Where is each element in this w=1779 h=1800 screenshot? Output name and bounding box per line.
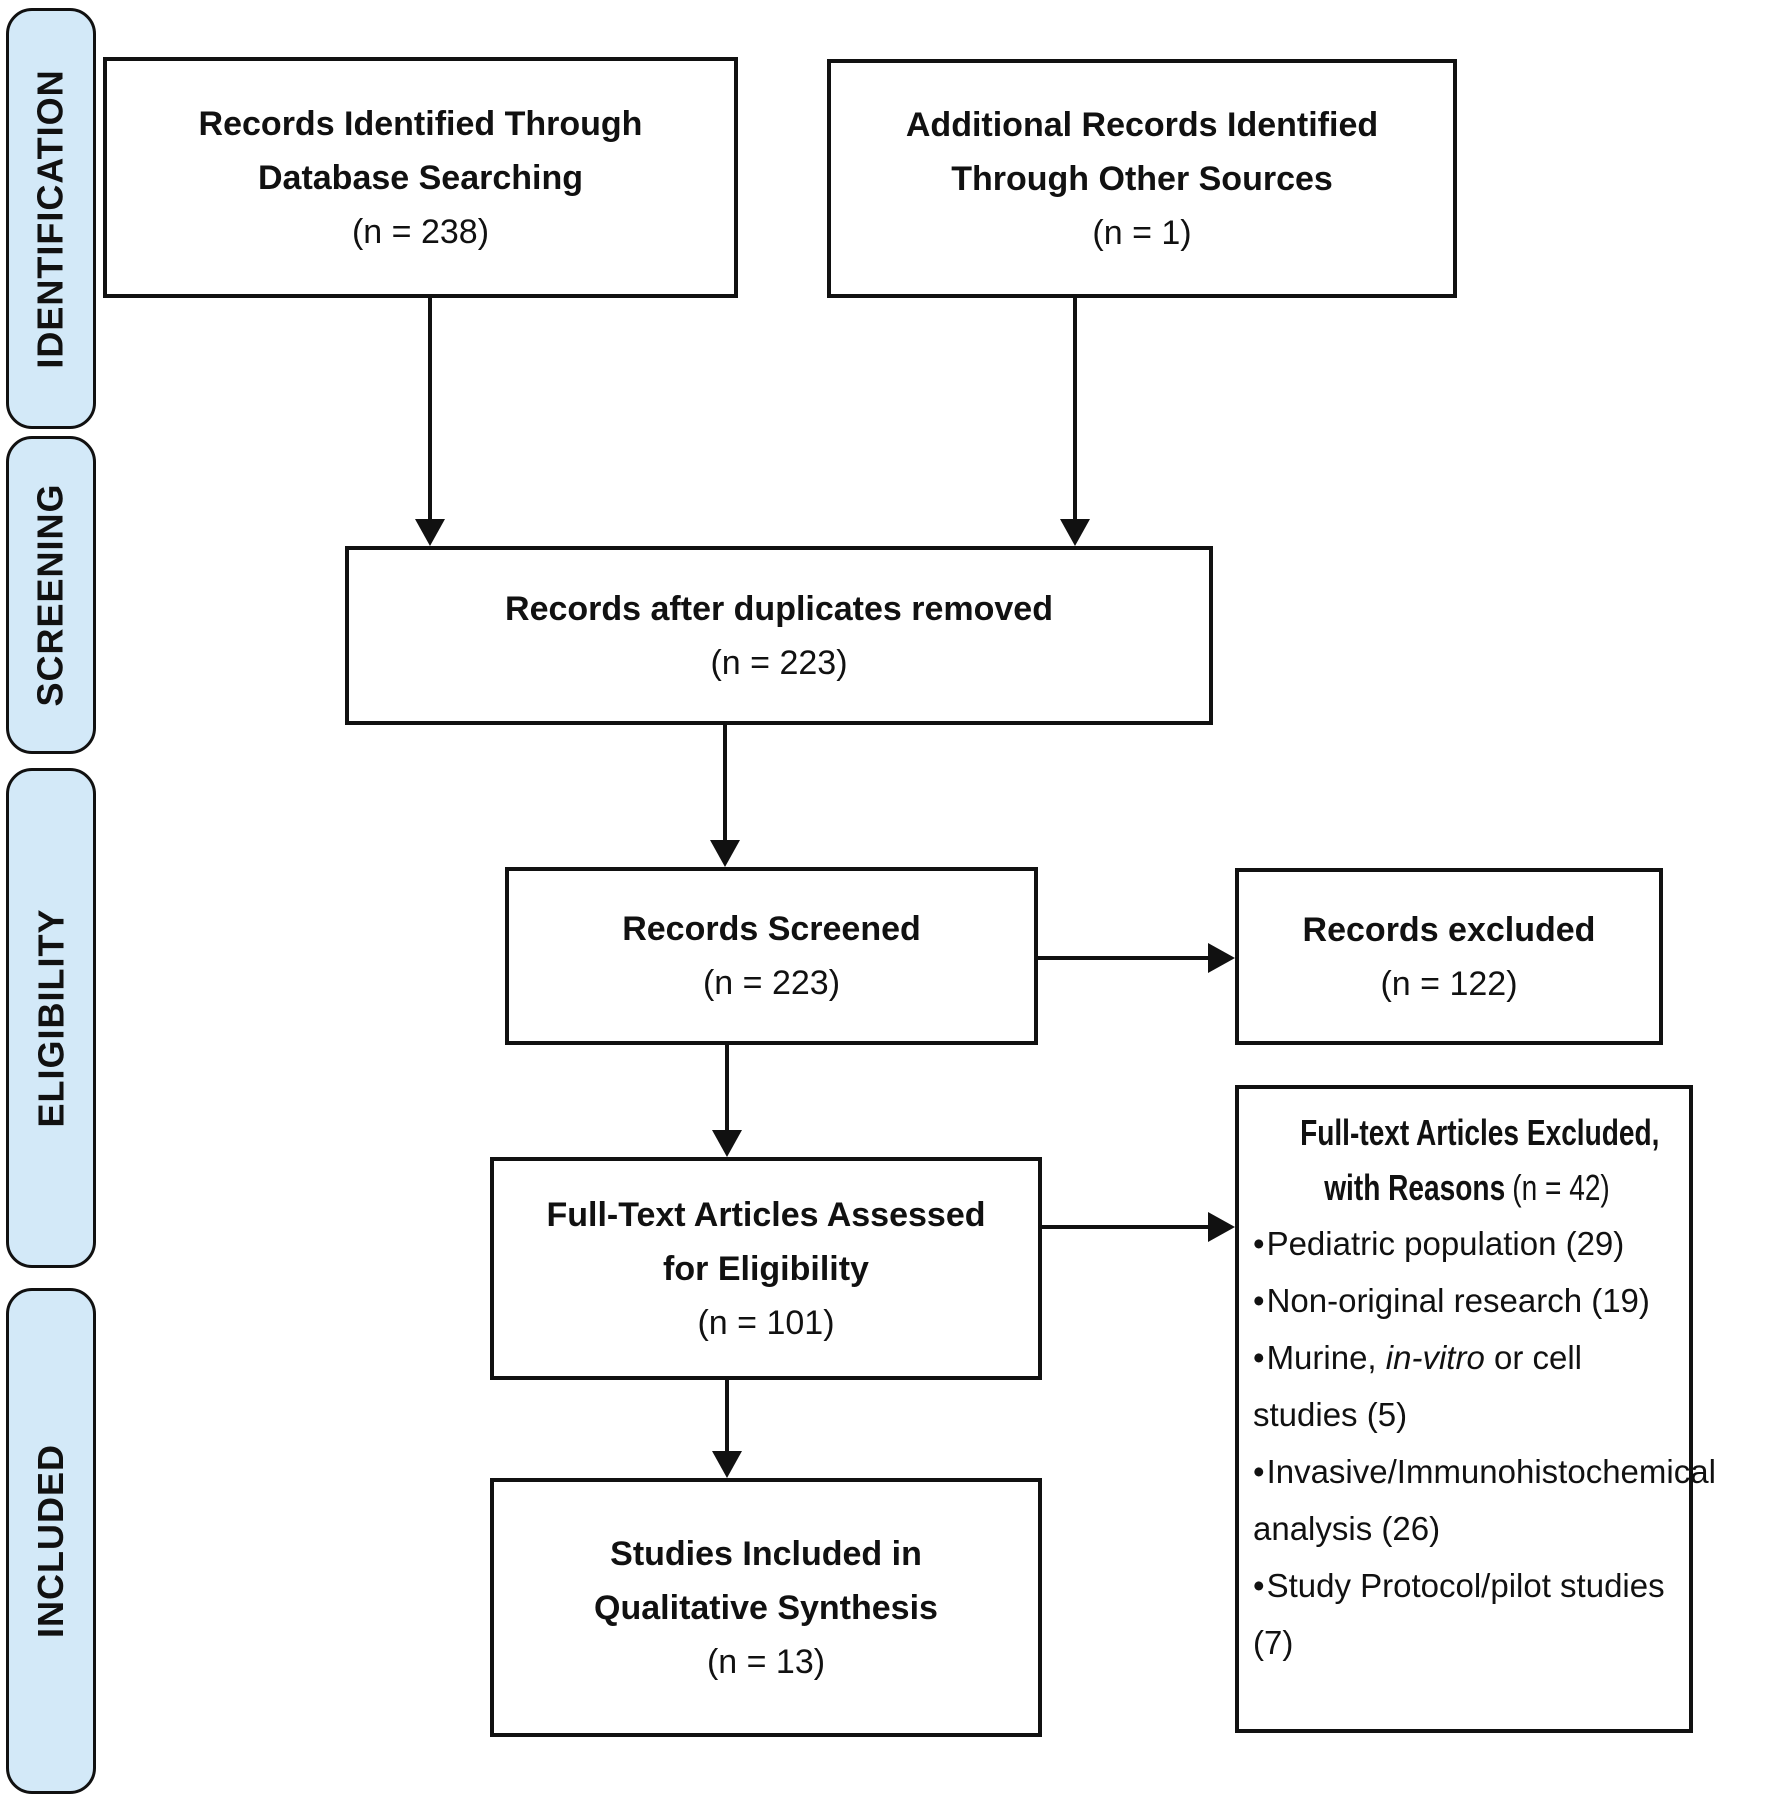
arrow-screened-to-fulltext-line	[725, 1045, 729, 1131]
box-title: Database Searching	[257, 158, 584, 197]
box-studies-included: Studies Included in Qualitative Synthesi…	[490, 1478, 1042, 1737]
reasons-heading-bold: with Reasons	[1324, 1167, 1506, 1208]
box-title: Additional Records Identified	[905, 105, 1379, 144]
reason-item-murine: •Murine, in-vitro or cell studies (5)	[1253, 1329, 1681, 1443]
box-records-screened: Records Screened (n = 223)	[505, 867, 1038, 1045]
box-count: (n = 1)	[1092, 213, 1192, 252]
arrow-screened-to-excluded-head	[1208, 943, 1235, 973]
stage-eligibility-label: ELIGIBILITY	[30, 908, 72, 1128]
arrow-database-to-duplicates-line	[428, 298, 432, 522]
box-fulltext-assessed: Full-Text Articles Assessed for Eligibil…	[490, 1157, 1042, 1380]
box-title: Records Identified Through	[198, 104, 643, 143]
box-title: Qualitative Synthesis	[594, 1588, 938, 1627]
arrow-fulltext-to-included-line	[725, 1380, 729, 1452]
reason-text: Invasive/Immunohistochemical analysis (2…	[1253, 1453, 1716, 1547]
bullet-icon: •	[1253, 1339, 1265, 1376]
box-records-identified-database: Records Identified Through Database Sear…	[103, 57, 738, 298]
reasons-heading-count: (n = 42)	[1512, 1167, 1610, 1208]
box-additional-records-other-sources: Additional Records Identified Through Ot…	[827, 59, 1457, 298]
stage-included: INCLUDED	[6, 1288, 96, 1794]
reason-text: or cell studies (5)	[1253, 1339, 1583, 1433]
box-count: (n = 223)	[710, 643, 848, 682]
box-count: (n = 223)	[702, 964, 841, 1002]
box-title: Records Screened	[622, 910, 921, 948]
box-records-after-duplicates-removed: Records after duplicates removed (n = 22…	[345, 546, 1213, 725]
stage-included-label: INCLUDED	[30, 1444, 71, 1638]
arrow-fulltext-to-included-head	[712, 1451, 742, 1478]
box-count: (n = 122)	[1380, 964, 1518, 1003]
bullet-icon: •	[1253, 1282, 1265, 1319]
stage-eligibility: ELIGIBILITY	[6, 768, 96, 1268]
reason-text: Murine,	[1266, 1339, 1386, 1376]
box-title: Studies Included in	[610, 1534, 922, 1573]
reason-text: Pediatric population (29)	[1266, 1225, 1625, 1262]
arrow-sources-to-duplicates-head	[1060, 519, 1090, 546]
reason-text: Study Protocol/pilot studies (7)	[1253, 1567, 1665, 1661]
box-count: (n = 238)	[351, 212, 490, 251]
arrow-database-to-duplicates-head	[415, 519, 445, 546]
bullet-icon: •	[1253, 1225, 1265, 1262]
reason-text-italic: in-vitro	[1385, 1339, 1485, 1376]
box-title: Records after duplicates removed	[505, 589, 1053, 628]
reason-text: Non-original research (19)	[1266, 1282, 1650, 1319]
reasons-heading-line2: with Reasons(n = 42)	[1300, 1160, 1634, 1215]
arrow-sources-to-duplicates-line	[1073, 298, 1077, 522]
box-title: Full-Text Articles Assessed	[546, 1195, 986, 1234]
arrow-fulltext-to-reasons-head	[1208, 1212, 1235, 1242]
stage-screening: SCREENING	[6, 436, 96, 754]
box-count: (n = 13)	[706, 1642, 826, 1681]
arrow-duplicates-to-screened-head	[710, 840, 740, 867]
bullet-icon: •	[1253, 1453, 1265, 1490]
reasons-heading-text: Full-text Articles Excluded,	[1300, 1112, 1660, 1153]
box-records-excluded: Records excluded (n = 122)	[1235, 868, 1663, 1045]
box-fulltext-excluded-reasons: Full-text Articles Excluded, with Reason…	[1235, 1085, 1716, 1733]
reason-item-invasive: •Invasive/Immunohistochemical analysis (…	[1253, 1443, 1716, 1557]
stage-identification: IDENTIFICATION	[6, 8, 96, 429]
box-title: Through Other Sources	[951, 159, 1333, 198]
reasons-heading-line1: Full-text Articles Excluded,	[1300, 1105, 1659, 1160]
arrow-duplicates-to-screened-line	[723, 725, 727, 841]
arrow-fulltext-to-reasons-line	[1042, 1225, 1210, 1229]
box-title: Records excluded	[1302, 910, 1596, 949]
box-count: (n = 101)	[697, 1303, 835, 1342]
stage-screening-label: SCREENING	[30, 483, 71, 707]
stage-identification-label: IDENTIFICATION	[30, 68, 71, 369]
box-title: for Eligibility	[663, 1249, 869, 1288]
arrow-screened-to-excluded-line	[1038, 956, 1210, 960]
bullet-icon: •	[1253, 1567, 1265, 1604]
arrow-screened-to-fulltext-head	[712, 1130, 742, 1157]
reason-item-protocol: •Study Protocol/pilot studies (7)	[1253, 1557, 1681, 1671]
reason-item-nonoriginal: •Non-original research (19)	[1253, 1272, 1681, 1329]
reason-item-pediatric: •Pediatric population (29)	[1253, 1215, 1681, 1272]
